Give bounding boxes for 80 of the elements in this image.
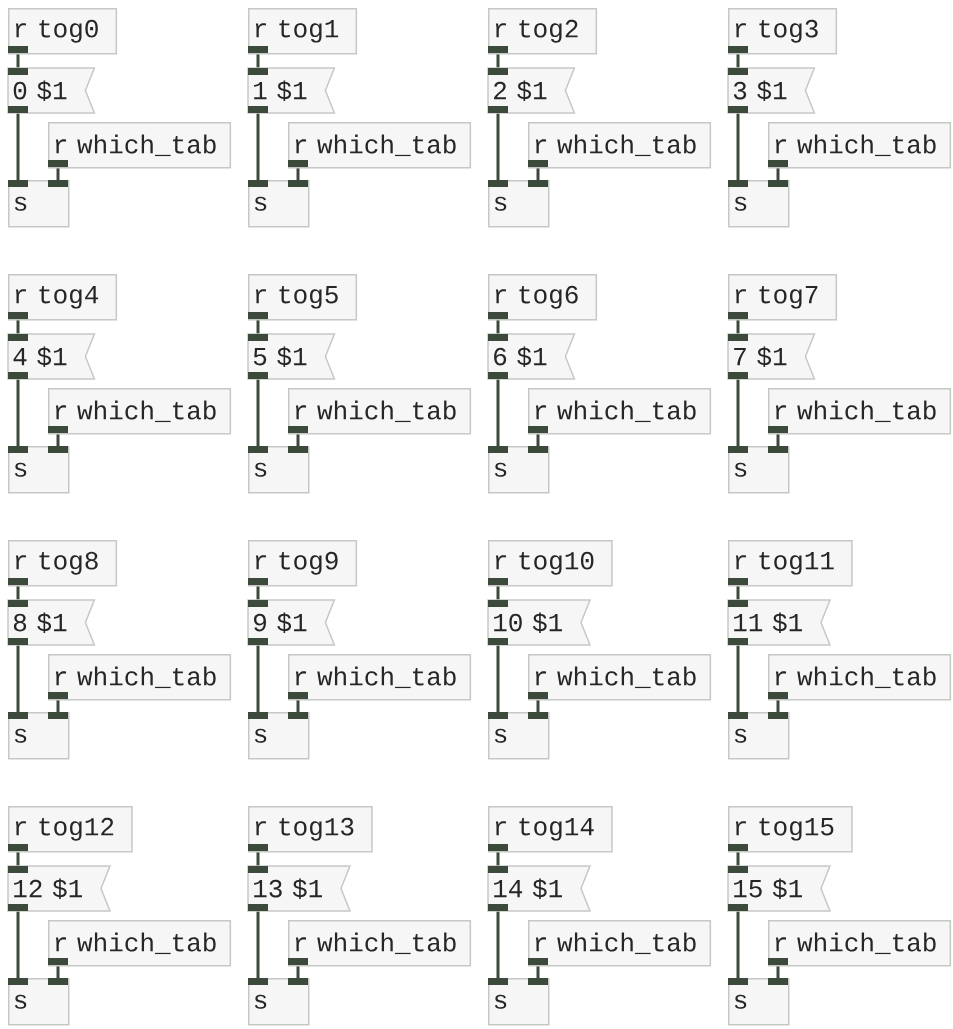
object-box: r which_tab xyxy=(288,654,472,701)
object-box: s xyxy=(488,712,550,760)
object-box: r tog10 xyxy=(488,540,613,587)
object-box: r tog6 xyxy=(488,274,598,321)
message-box: 2 $1 xyxy=(487,67,576,114)
message-box: 3 $1 xyxy=(727,67,816,114)
object-box: r which_tab xyxy=(528,388,712,435)
object-box: r tog11 xyxy=(728,540,853,587)
object-box: s xyxy=(8,446,70,494)
message-box: 11 $1 xyxy=(727,599,832,646)
object-box: r tog15 xyxy=(728,806,853,853)
connection-cord xyxy=(16,645,20,712)
object-box: s xyxy=(248,446,310,494)
object-box: r which_tab xyxy=(528,654,712,701)
object-box: r which_tab xyxy=(528,920,712,967)
message-box: 1 $1 xyxy=(247,67,336,114)
message-box: 5 $1 xyxy=(247,333,336,380)
connection-cord xyxy=(256,379,260,446)
object-box: r tog3 xyxy=(728,8,838,55)
object-box: r which_tab xyxy=(288,122,472,169)
object-box: s xyxy=(248,712,310,760)
connection-cord xyxy=(256,911,260,978)
object-box: r tog1 xyxy=(248,8,358,55)
message-box: 6 $1 xyxy=(487,333,576,380)
connection-cord xyxy=(736,113,740,180)
message-box: 13 $1 xyxy=(247,865,352,912)
connection-cord xyxy=(496,645,500,712)
message-box: 4 $1 xyxy=(7,333,96,380)
connection-cord xyxy=(16,379,20,446)
object-box: r tog9 xyxy=(248,540,358,587)
object-box: r which_tab xyxy=(288,388,472,435)
object-box: s xyxy=(8,978,70,1026)
object-box: s xyxy=(728,180,790,228)
object-box: r tog8 xyxy=(8,540,118,587)
connection-cord xyxy=(256,113,260,180)
object-box: s xyxy=(728,978,790,1026)
object-box: r which_tab xyxy=(48,654,232,701)
object-box: s xyxy=(488,446,550,494)
message-box: 0 $1 xyxy=(7,67,96,114)
object-box: s xyxy=(728,712,790,760)
object-box: r which_tab xyxy=(768,920,952,967)
object-box: s xyxy=(488,180,550,228)
connection-cord xyxy=(16,113,20,180)
object-box: r which_tab xyxy=(768,388,952,435)
object-box: s xyxy=(248,180,310,228)
object-box: s xyxy=(8,180,70,228)
object-box: r tog0 xyxy=(8,8,118,55)
object-box: r tog13 xyxy=(248,806,373,853)
connection-cord xyxy=(736,379,740,446)
object-box: r tog5 xyxy=(248,274,358,321)
object-box: r tog4 xyxy=(8,274,118,321)
object-box: r which_tab xyxy=(768,122,952,169)
connection-cord xyxy=(736,911,740,978)
object-box: r tog12 xyxy=(8,806,133,853)
message-box: 7 $1 xyxy=(727,333,816,380)
object-box: r which_tab xyxy=(768,654,952,701)
object-box: s xyxy=(728,446,790,494)
message-box: 10 $1 xyxy=(487,599,592,646)
message-box: 15 $1 xyxy=(727,865,832,912)
object-box: s xyxy=(248,978,310,1026)
object-box: r which_tab xyxy=(528,122,712,169)
message-box: 14 $1 xyxy=(487,865,592,912)
object-box: r which_tab xyxy=(48,388,232,435)
message-box: 9 $1 xyxy=(247,599,336,646)
object-box: r tog7 xyxy=(728,274,838,321)
connection-cord xyxy=(496,379,500,446)
object-box: r which_tab xyxy=(288,920,472,967)
connection-cord xyxy=(16,911,20,978)
message-box: 12 $1 xyxy=(7,865,112,912)
connection-cord xyxy=(736,645,740,712)
object-box: r tog2 xyxy=(488,8,598,55)
object-box: s xyxy=(8,712,70,760)
object-box: r tog14 xyxy=(488,806,613,853)
connection-cord xyxy=(496,113,500,180)
connection-cord xyxy=(256,645,260,712)
object-box: s xyxy=(488,978,550,1026)
object-box: r which_tab xyxy=(48,122,232,169)
object-box: r which_tab xyxy=(48,920,232,967)
message-box: 8 $1 xyxy=(7,599,96,646)
connection-cord xyxy=(496,911,500,978)
